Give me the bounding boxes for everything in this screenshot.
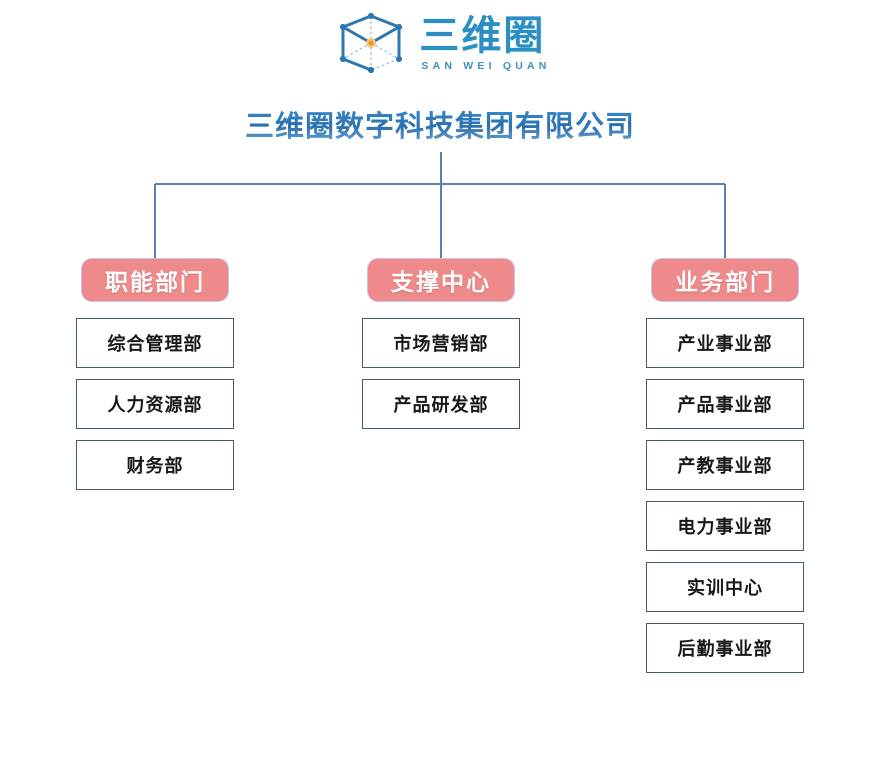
org-column-items-business: 产业事业部 产品事业部 产教事业部 电力事业部 实训中心 后勤事业部	[639, 318, 811, 673]
dept-box[interactable]: 产教事业部	[646, 440, 804, 490]
dept-box[interactable]: 财务部	[76, 440, 234, 490]
org-column-support: 支撑中心 市场营销部 产品研发部	[355, 258, 527, 440]
brand-wordmark: 三维圈 SAN WEI QUAN	[419, 15, 550, 72]
brand-name-cn: 三维圈	[419, 12, 546, 59]
brand-header: 三维圈 SAN WEI QUAN	[0, 8, 880, 78]
dept-box[interactable]: 产品事业部	[646, 379, 804, 429]
dept-box[interactable]: 综合管理部	[76, 318, 234, 368]
dept-box[interactable]: 市场营销部	[362, 318, 520, 368]
dept-box[interactable]: 实训中心	[646, 562, 804, 612]
org-column-header-functional[interactable]: 职能部门	[81, 258, 229, 302]
dept-box[interactable]: 人力资源部	[76, 379, 234, 429]
org-column-header-support[interactable]: 支撑中心	[367, 258, 515, 302]
org-column-items-functional: 综合管理部 人力资源部 财务部	[69, 318, 241, 490]
dept-box[interactable]: 后勤事业部	[646, 623, 804, 673]
dept-box[interactable]: 产业事业部	[646, 318, 804, 368]
org-column-business: 业务部门 产业事业部 产品事业部 产教事业部 电力事业部 实训中心 后勤事业部	[639, 258, 811, 684]
brand-name-en: SAN WEI QUAN	[421, 59, 551, 72]
dept-box[interactable]: 电力事业部	[646, 501, 804, 551]
org-column-items-support: 市场营销部 产品研发部	[355, 318, 527, 429]
org-column-functional: 职能部门 综合管理部 人力资源部 财务部	[69, 258, 241, 501]
hexagon-cube-logo-icon	[329, 8, 413, 78]
org-column-header-business[interactable]: 业务部门	[651, 258, 799, 302]
company-title: 三维圈数字科技集团有限公司	[0, 103, 880, 145]
dept-box[interactable]: 产品研发部	[362, 379, 520, 429]
